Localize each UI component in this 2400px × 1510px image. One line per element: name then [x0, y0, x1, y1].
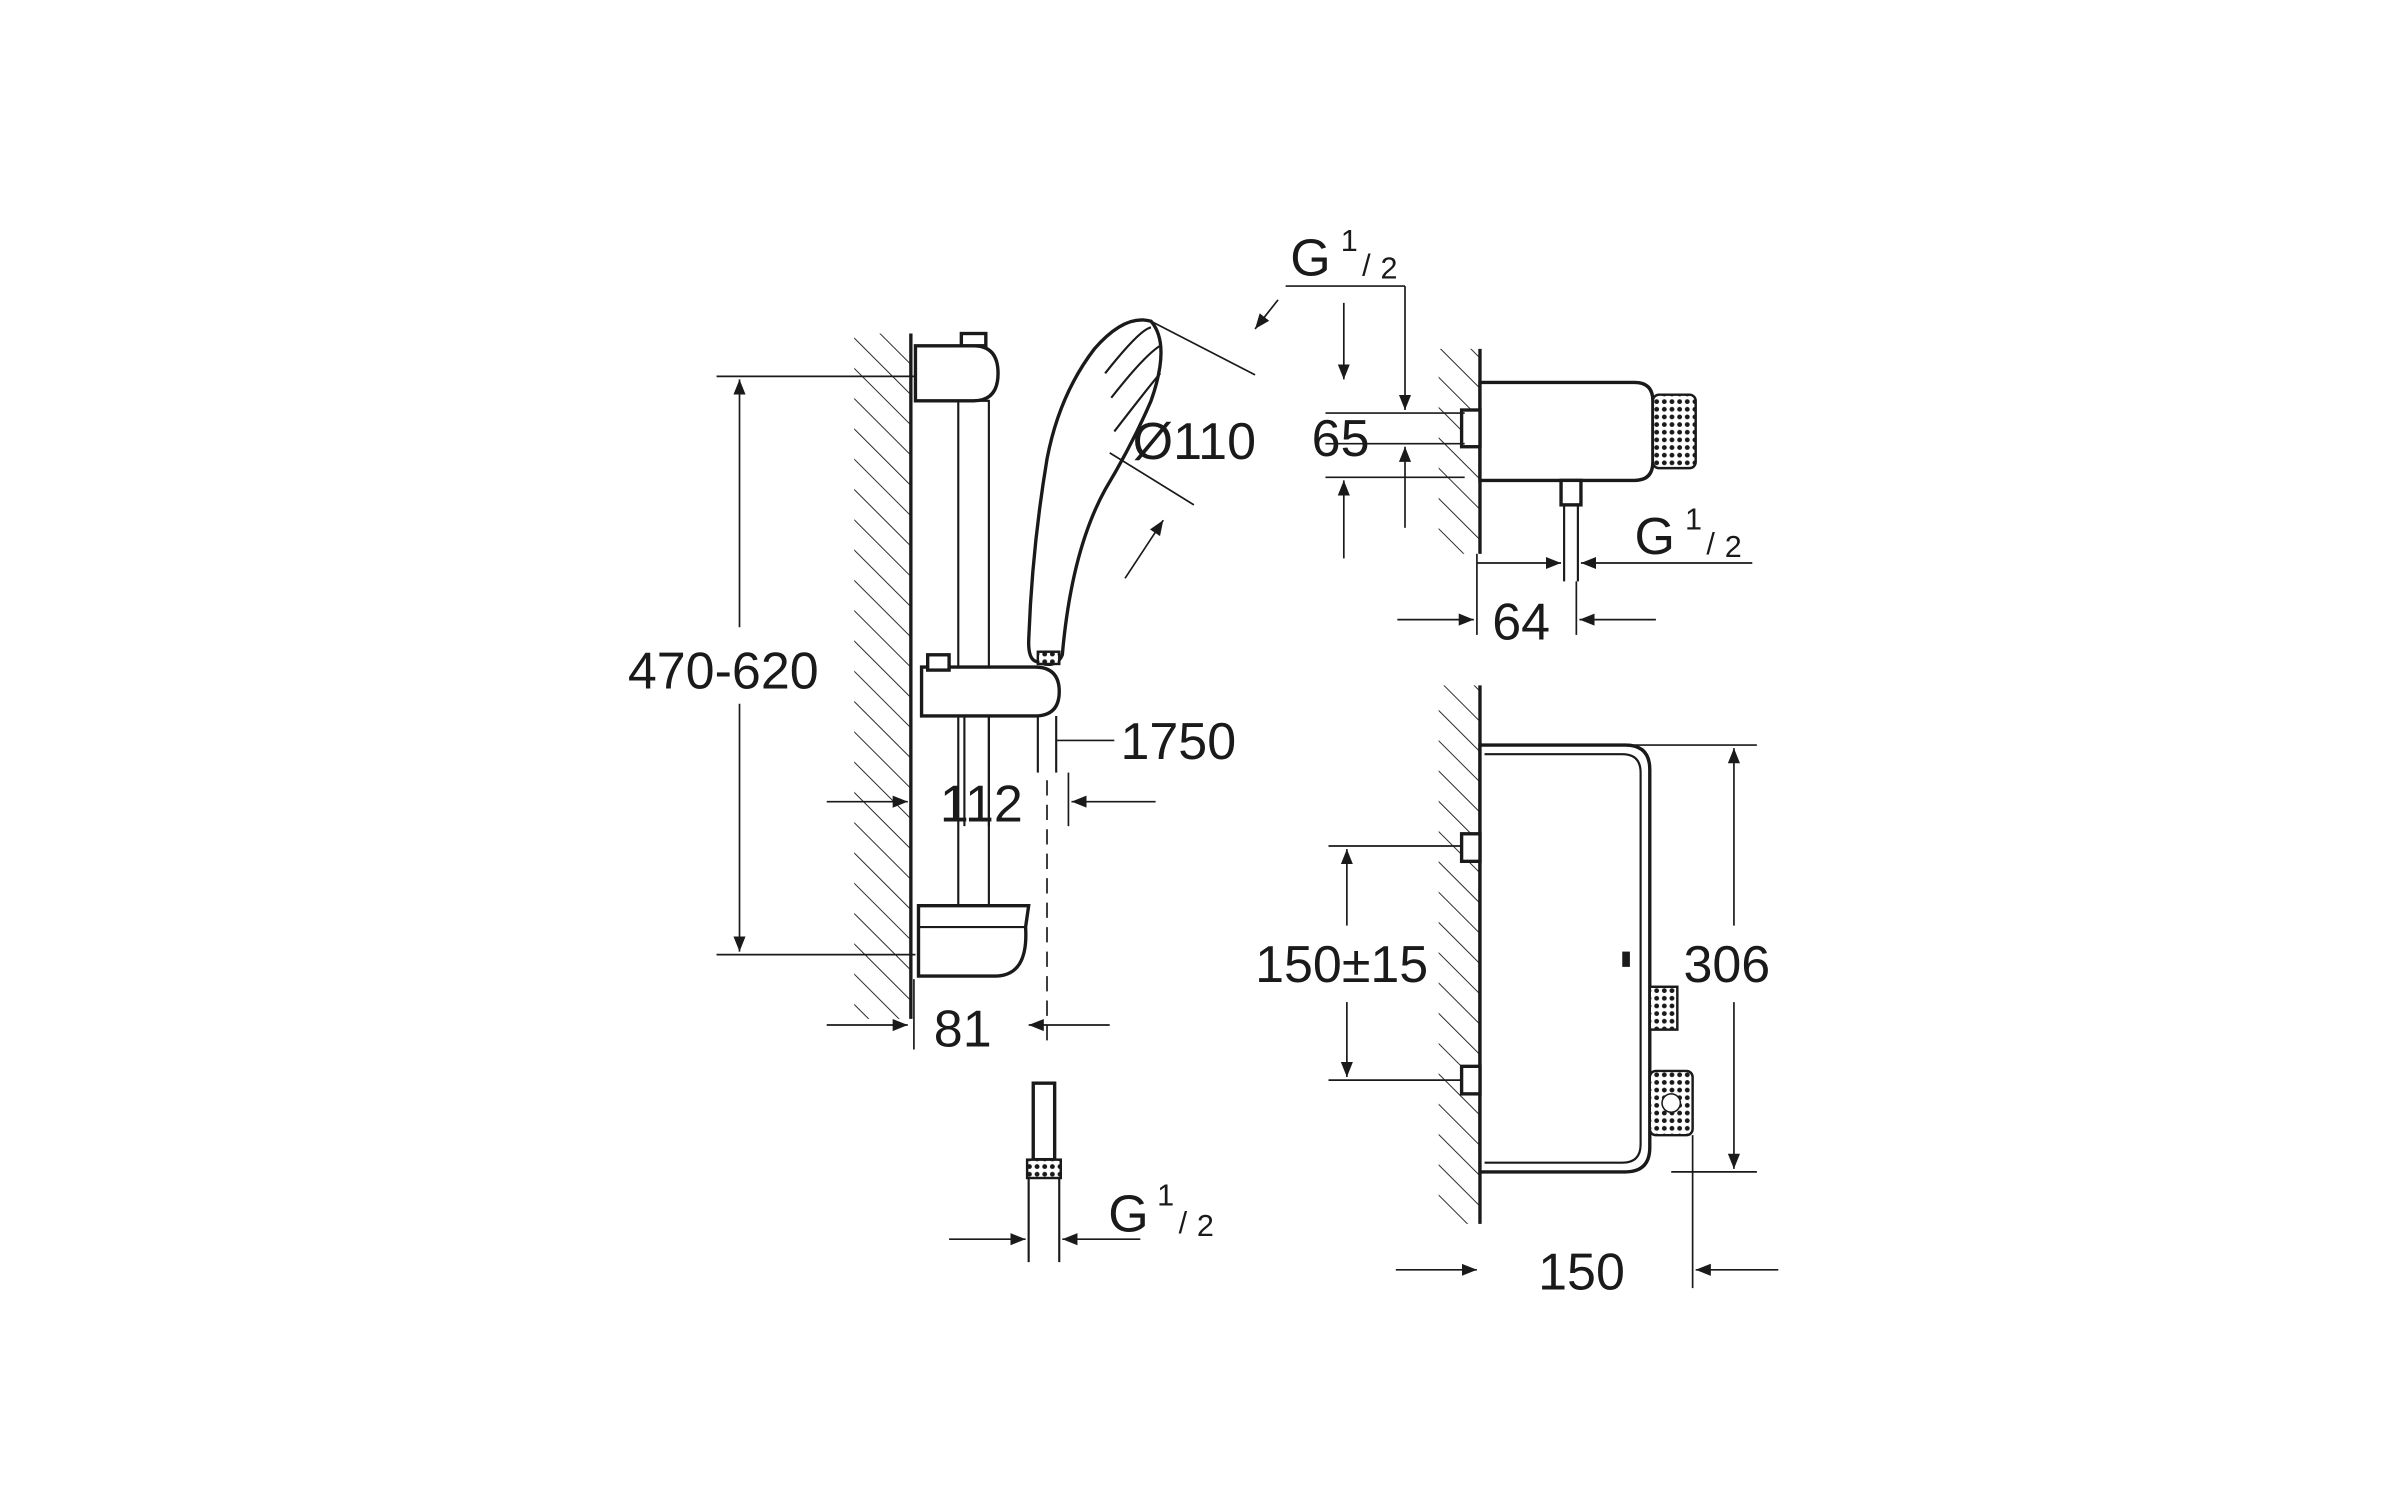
thermostat-body-side [1478, 380, 1655, 483]
svg-text:1: 1 [1157, 1179, 1174, 1213]
inlet-connection-label: G 1 / 2 [1290, 224, 1397, 287]
svg-text:G: G [1290, 229, 1330, 287]
handshower-diameter-label: Ø110 [1133, 413, 1256, 471]
thermostat-body-front [1478, 743, 1652, 1174]
thermostat-depth-label: 64 [1492, 593, 1550, 651]
svg-text:/: / [1706, 527, 1715, 561]
top-wall-bracket [913, 344, 1000, 403]
wall-hatch [1438, 685, 1480, 1224]
thermostat-front-view: 150±15 306 150 [1255, 685, 1779, 1302]
hose-length-label: 1750 [1120, 713, 1236, 771]
svg-text:G: G [1108, 1186, 1148, 1244]
handshower [1026, 318, 1163, 667]
svg-text:/: / [1362, 248, 1371, 282]
outlet-connection-label: G 1 / 2 [1634, 502, 1741, 565]
rail-height-label: 470-620 [628, 642, 819, 700]
hose-connector [1025, 1081, 1063, 1263]
hose-connection-label: G 1 / 2 [1108, 1179, 1214, 1244]
inlet-spacing-label: 150±15 [1255, 936, 1428, 994]
svg-text:1: 1 [1685, 502, 1702, 536]
svg-text:2: 2 [1725, 530, 1742, 564]
svg-text:2: 2 [1381, 251, 1398, 285]
svg-text:1: 1 [1341, 224, 1358, 258]
wall-hatch [1438, 348, 1480, 554]
shelf-projection-label: 81 [934, 1000, 992, 1058]
thermostat-height-label: 306 [1683, 936, 1770, 994]
slider-projection-label: 112 [940, 776, 1023, 834]
thermostat-height-label: 65 [1312, 410, 1370, 468]
thermostat-side-view: 65 G 1 / 2 64 G 1 / 2 [1285, 224, 1753, 651]
slider [919, 665, 1061, 718]
svg-text:/: / [1179, 1206, 1188, 1240]
thermostat-width-label: 150 [1538, 1244, 1625, 1302]
wall-hatch [854, 333, 911, 1019]
rail-set-view: Ø110 470-620 1750 112 81 G 1 / [628, 299, 1279, 1263]
soap-shelf [916, 904, 1031, 978]
svg-text:G: G [1634, 508, 1674, 566]
svg-text:2: 2 [1197, 1209, 1214, 1243]
